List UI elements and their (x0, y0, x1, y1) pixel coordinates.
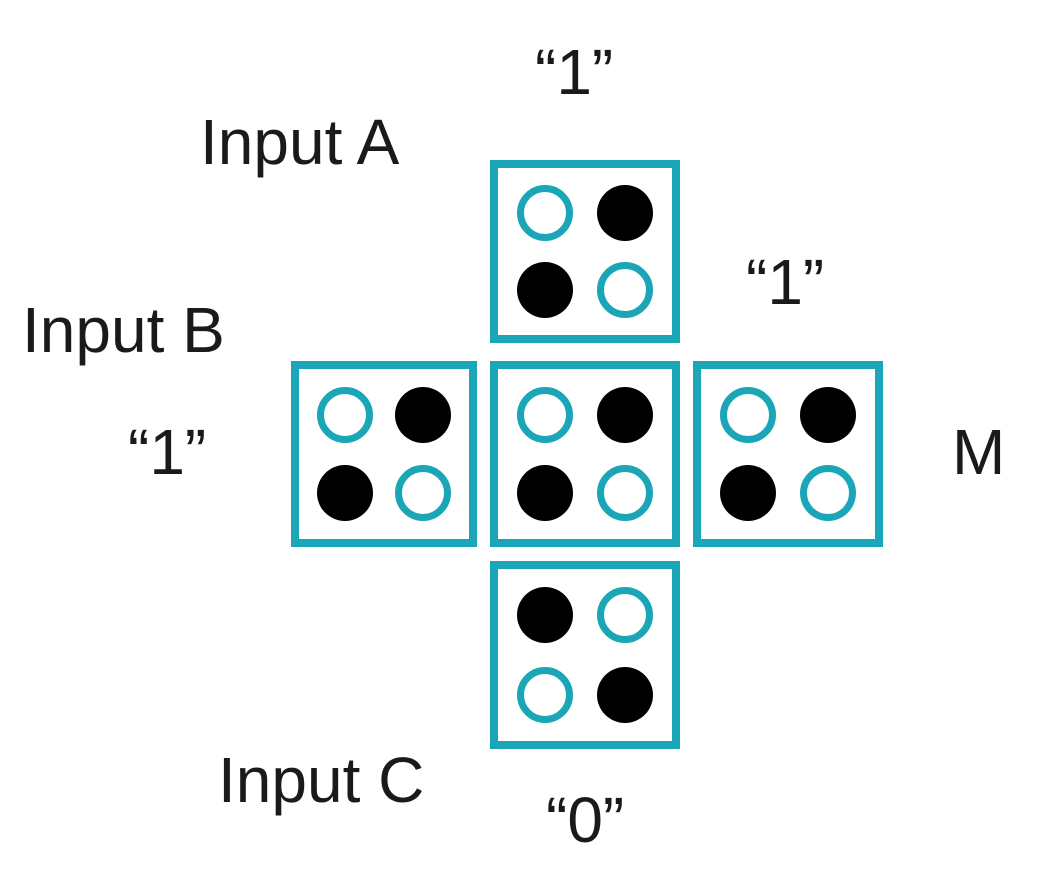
bottom-bottom-right-filled-dot (597, 666, 654, 723)
center-top-right-filled-dot (597, 386, 654, 443)
input-c-value-label: “0” (546, 784, 625, 856)
left-bottom-right-hollow-dot (395, 465, 452, 522)
cell-right (693, 361, 883, 547)
left-bottom-left-filled-dot (316, 465, 373, 522)
input-b-value-label: “1” (128, 416, 207, 488)
input-b-label: Input B (22, 294, 225, 366)
top-bottom-left-filled-dot (516, 261, 573, 318)
right-bottom-left-filled-dot (719, 465, 776, 522)
cell-left (291, 361, 477, 547)
output-label: M (952, 416, 1006, 488)
input-a-value-label: “1” (535, 36, 614, 108)
left-top-right-filled-dot (395, 386, 452, 443)
cell-top (490, 160, 680, 343)
input-a-label: Input A (200, 106, 400, 178)
right-top-left-hollow-dot (719, 386, 776, 443)
cell-center (490, 361, 680, 547)
top-top-right-filled-dot (597, 185, 654, 242)
right-value-label: “1” (746, 246, 825, 318)
cell-bottom (490, 561, 680, 749)
bottom-top-left-filled-dot (516, 587, 573, 644)
right-bottom-right-hollow-dot (800, 465, 857, 522)
center-top-left-hollow-dot (516, 386, 573, 443)
top-top-left-hollow-dot (516, 185, 573, 242)
bottom-bottom-left-hollow-dot (516, 666, 573, 723)
center-bottom-right-hollow-dot (597, 465, 654, 522)
input-c-label: Input C (218, 744, 425, 816)
left-top-left-hollow-dot (316, 386, 373, 443)
bottom-top-right-hollow-dot (597, 587, 654, 644)
center-bottom-left-filled-dot (516, 465, 573, 522)
right-top-right-filled-dot (800, 386, 857, 443)
top-bottom-right-hollow-dot (597, 261, 654, 318)
